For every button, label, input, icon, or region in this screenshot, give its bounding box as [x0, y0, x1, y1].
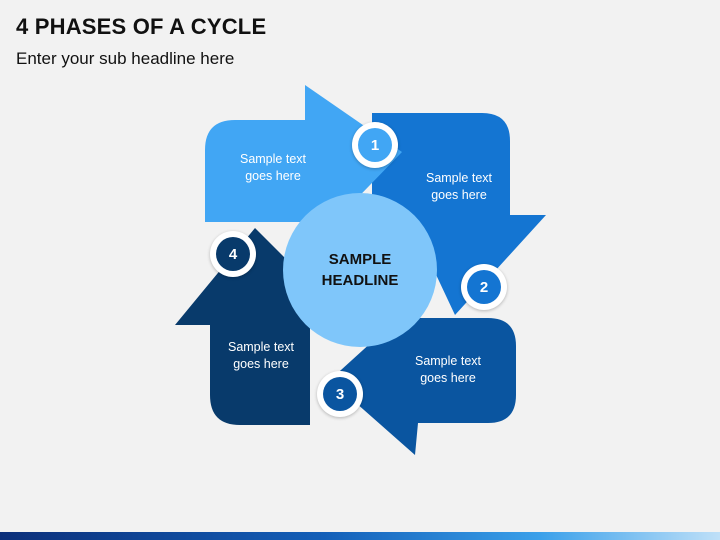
phase-3-number: 3 [323, 377, 357, 411]
phase-2-number: 2 [467, 270, 501, 304]
phase-2-line1: Sample text [425, 171, 492, 185]
center-headline: SAMPLE HEADLINE [283, 193, 437, 347]
phase-3-badge: 3 [317, 371, 363, 417]
phase-2-line2: goes here [431, 188, 487, 202]
page-subtitle: Enter your sub headline here [16, 49, 235, 68]
phase-4-badge: 4 [210, 231, 256, 277]
phase-4-number: 4 [216, 237, 250, 271]
phase-2-arrow [372, 113, 546, 315]
phase-2-badge: 2 [461, 264, 507, 310]
phase-1-badge: 1 [352, 122, 398, 168]
phase-3-text: Sample text goes here [388, 353, 508, 387]
phase-3-line1: Sample text [414, 354, 481, 368]
page-title: 4 PHASES OF A CYCLE [16, 14, 267, 39]
phase-3-line2: goes here [420, 371, 476, 385]
phase-1-number: 1 [358, 128, 392, 162]
footer-gradient-bar [0, 532, 720, 540]
phase-1-line1: Sample text [239, 152, 306, 166]
center-line1: SAMPLE [328, 251, 392, 268]
phase-1-line2: goes here [245, 169, 301, 183]
phase-2-text: Sample text goes here [399, 170, 519, 204]
phase-4-text: Sample text goes here [201, 339, 321, 373]
phase-1-arrow [205, 85, 402, 252]
phase-1-text: Sample text goes here [213, 151, 333, 185]
center-line2: HEADLINE [321, 272, 399, 289]
phase-4-line1: Sample text [227, 340, 294, 354]
phase-4-line2: goes here [233, 357, 289, 371]
